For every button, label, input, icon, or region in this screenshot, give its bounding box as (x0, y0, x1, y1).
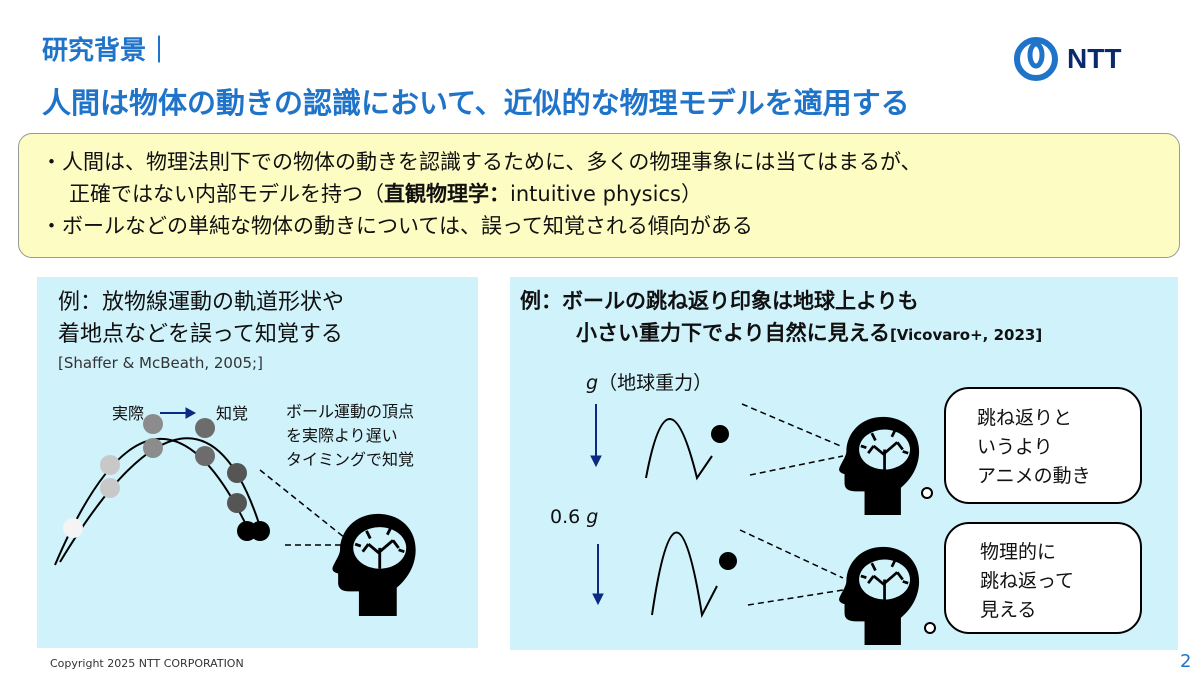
apex-note: ボール運動の頂点を実際より遅いタイミングで知覚 (286, 402, 415, 469)
left-citation: [Shaffer & McBeath, 2005;] (58, 354, 263, 372)
ntt-logo-icon (1014, 37, 1058, 81)
right-citation: [Vicovaro+, 2023] (889, 326, 1043, 344)
page-number: 2 (1180, 651, 1192, 672)
bullet-mark: ・ (41, 214, 62, 238)
bullet-bold: 直観物理学： (384, 182, 510, 206)
logo-text: NTT (1067, 43, 1122, 74)
left-heading: 例：放物線運動の軌道形状や着地点などを誤って知覚する (58, 290, 345, 347)
gravity-earth-label: g（地球重力） (586, 372, 713, 394)
bullet-mark: ・ (41, 150, 62, 174)
ntt-logo: NTT (1013, 36, 1148, 82)
slide-title: 人間は物体の動きの認識において、近似的な物理モデルを適用する (42, 86, 910, 120)
bubble-earth-text: 跳ね返りというよりアニメの動き (977, 407, 1091, 487)
bullet-text: 人間は、物理法則下での物体の動きを認識するために、多くの物理事象には当てはまるが… (62, 150, 922, 174)
label-perceived: 知覚 (216, 404, 249, 423)
label-actual: 実際 (112, 404, 145, 423)
copyright: Copyright 2025 NTT CORPORATION (50, 657, 244, 670)
gravity-reduced-label: 0.6 g (550, 506, 599, 528)
bullet-2: ・ボールなどの単純な物体の動きについては、誤って知覚される傾向がある (41, 210, 1157, 242)
bullet-1: ・人間は、物理法則下での物体の動きを認識するために、多くの物理事象には当てはまる… (41, 146, 1157, 178)
section-title: 研究背景｜ (42, 36, 173, 66)
bullet-text: intuitive physics） (510, 182, 702, 206)
bullet-1-cont: 正確ではない内部モデルを持つ（直観物理学：intuitive physics） (41, 178, 1157, 210)
right-heading: 例：ボールの跳ね返り印象は地球上よりも小さい重力下でより自然に見える[Vicov… (520, 289, 1043, 345)
bullet-text: ボールなどの単純な物体の動きについては、誤って知覚される傾向がある (62, 214, 753, 238)
bubble-reduced-text: 物理的に跳ね返って見える (980, 541, 1075, 621)
bullet-text: 正確ではない内部モデルを持つ（ (69, 182, 384, 206)
summary-box: ・人間は、物理法則下での物体の動きを認識するために、多くの物理事象には当てはまる… (18, 133, 1180, 258)
